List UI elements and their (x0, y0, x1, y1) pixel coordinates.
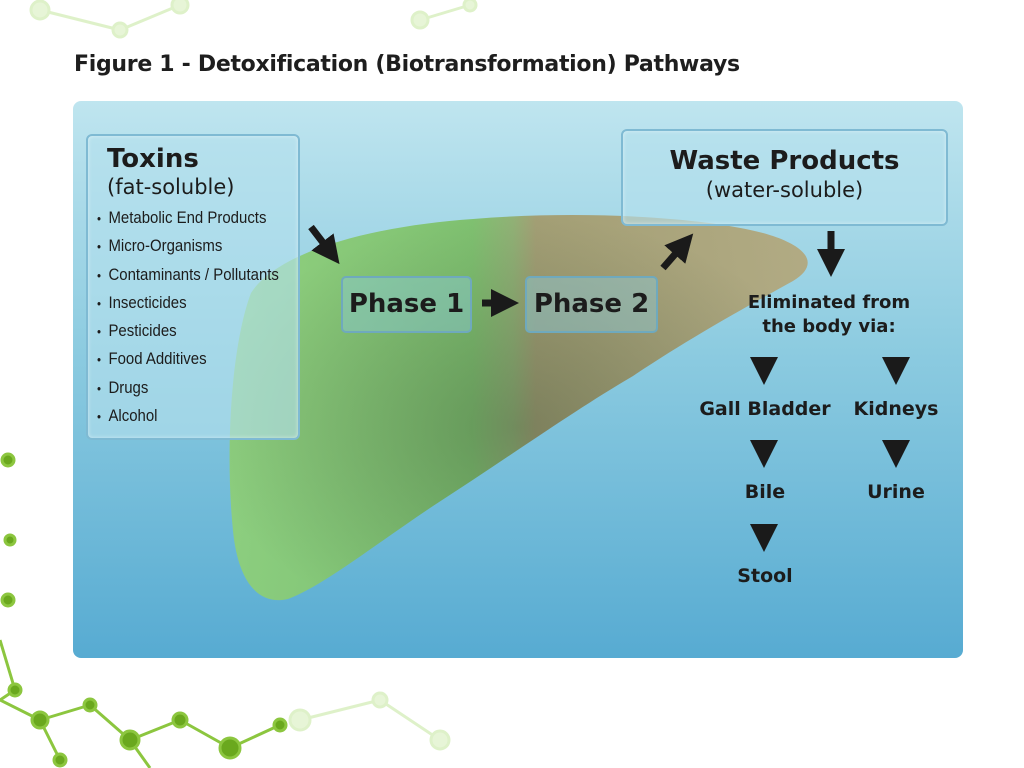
list-item: Drugs (97, 374, 267, 402)
diagram-panel: Toxins (fat-soluble) Metabolic End Produ… (73, 101, 963, 658)
urine-label: Urine (867, 481, 925, 503)
list-item: Metabolic End Products (97, 204, 267, 232)
list-item: Alcohol (97, 402, 267, 430)
waste-title: Waste Products (669, 146, 900, 176)
liver-illustration (229, 215, 808, 601)
list-item: Contaminants / Pollutants (97, 261, 278, 289)
phase-2-box: Phase 2 (525, 276, 658, 333)
waste-products-box: Waste Products (water-soluble) (621, 129, 948, 226)
bile-label: Bile (744, 481, 786, 503)
elimination-heading-line1: Eliminated from (747, 292, 911, 313)
list-item: Insecticides (97, 289, 267, 317)
toxins-subtitle: (fat-soluble) (107, 175, 235, 199)
stool-label: Stool (737, 565, 793, 587)
phase-1-box: Phase 1 (341, 276, 472, 333)
list-item: Food Additives (97, 345, 267, 373)
toxins-list: Metabolic End Products Micro-Organisms C… (97, 204, 290, 430)
kidneys-label: Kidneys (853, 398, 939, 420)
elimination-heading-line2: the body via: (762, 316, 896, 337)
toxins-box: Toxins (fat-soluble) Metabolic End Produ… (86, 134, 300, 440)
toxins-title: Toxins (107, 144, 199, 174)
list-item: Pesticides (97, 317, 267, 345)
waste-subtitle: (water-soluble) (705, 178, 864, 202)
list-item: Micro-Organisms (97, 232, 267, 260)
gall-bladder-label: Gall Bladder (699, 398, 831, 420)
figure-title: Figure 1 - Detoxification (Biotransforma… (74, 52, 740, 77)
